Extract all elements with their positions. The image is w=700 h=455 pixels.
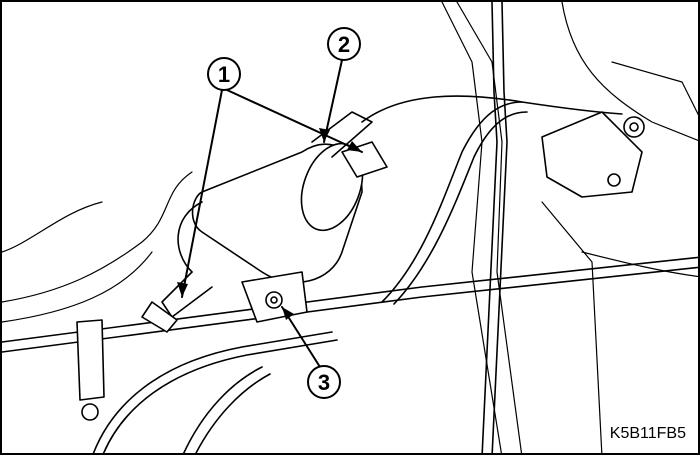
line-clip (76, 319, 105, 401)
callout-2: 2 (327, 27, 361, 61)
callout-1: 1 (207, 57, 241, 91)
bracket (541, 111, 643, 198)
filter-clamp (241, 271, 308, 323)
ring-terminal (623, 116, 645, 138)
svg-text:3: 3 (318, 370, 330, 395)
fuel-filter (141, 111, 388, 333)
figure-code: K5B11FB5 (609, 425, 686, 442)
svg-text:2: 2 (338, 32, 350, 57)
svg-text:1: 1 (218, 62, 230, 87)
ground-wire (361, 95, 623, 123)
arrowheads (177, 128, 362, 320)
callout-3: 3 (307, 365, 341, 399)
